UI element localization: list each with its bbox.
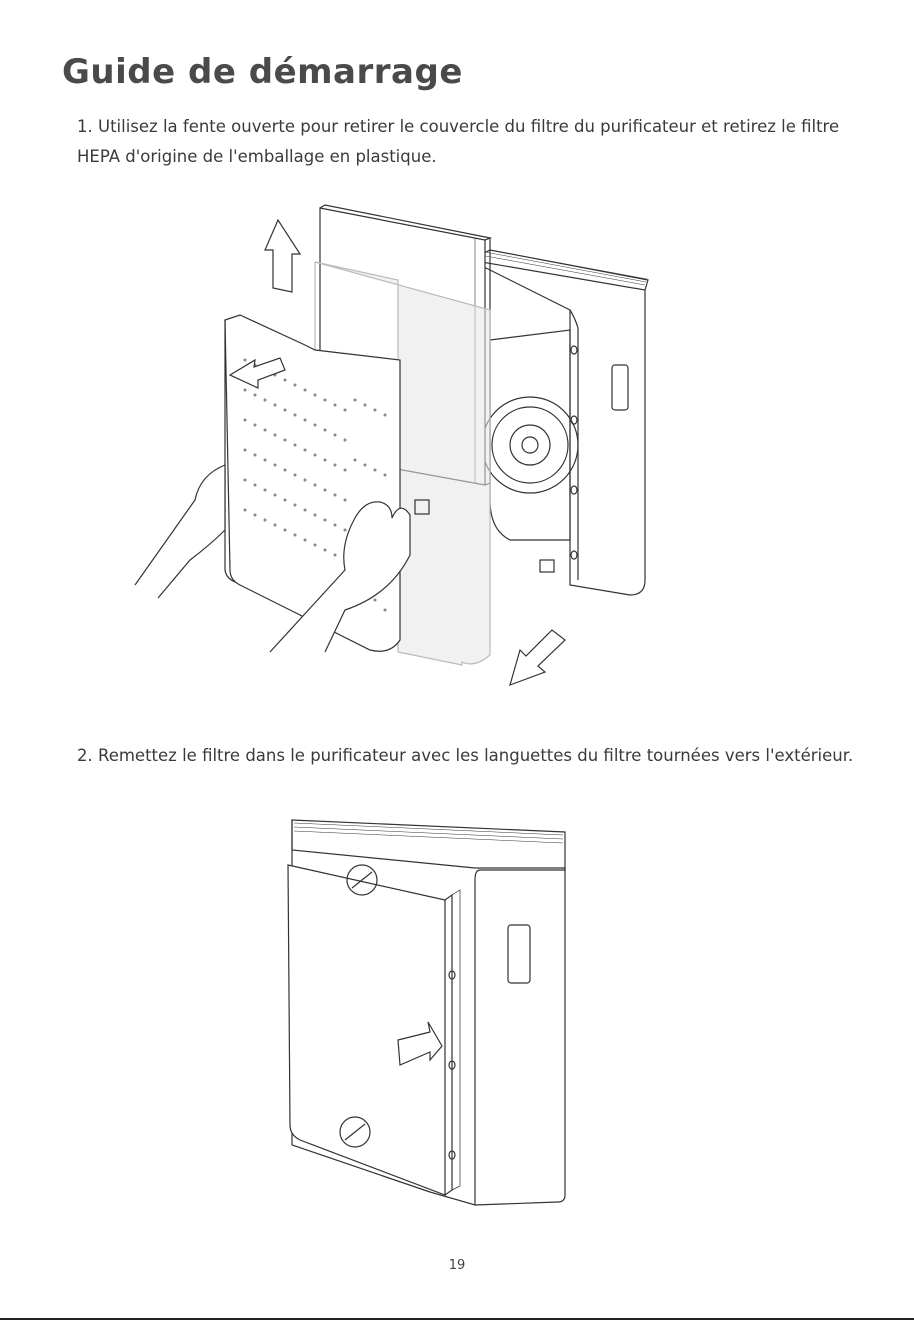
bottom-rule <box>0 1318 914 1320</box>
step-1-text: 1. Utilisez la fente ouverte pour retire… <box>77 112 867 172</box>
down-left-arrow-icon <box>510 630 565 685</box>
purifier-body-icon <box>470 250 648 595</box>
hepa-filter-icon <box>288 865 460 1195</box>
illustration-insert-filter <box>280 810 580 1210</box>
up-arrow-icon <box>265 220 300 292</box>
page-number: 19 <box>0 1258 914 1273</box>
illustration-remove-filter <box>130 200 690 700</box>
step-2-text: 2. Remettez le filtre dans le purificate… <box>77 741 867 771</box>
page-title: Guide de démarrage <box>62 52 463 92</box>
